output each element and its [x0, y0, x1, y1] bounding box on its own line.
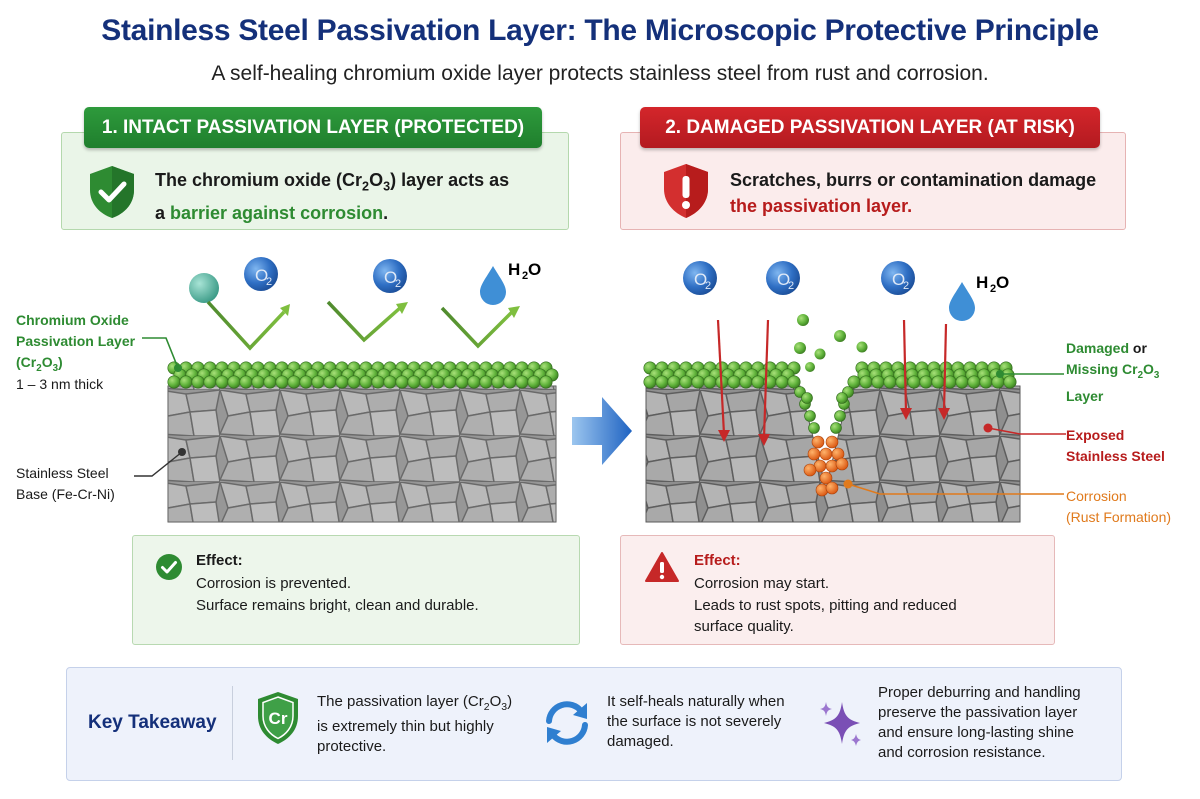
svg-text:O: O — [528, 260, 541, 279]
key-takeaway-label: Key Takeaway — [88, 712, 217, 733]
key-takeaway-panel — [66, 667, 1122, 781]
exposed-steel-label: Exposed Stainless Steel — [1066, 427, 1165, 464]
intact-section-header: 1. INTACT PASSIVATION LAYER (PROTECTED) — [84, 107, 542, 148]
svg-text:2: 2 — [788, 280, 794, 292]
divider — [232, 686, 233, 760]
shield-alert-icon — [664, 164, 708, 218]
damaged-section-header: 2. DAMAGED PASSIVATION LAYER (AT RISK) — [640, 107, 1100, 148]
intact-effect-line: Surface remains bright, clean and durabl… — [196, 597, 479, 614]
check-circle-icon — [156, 554, 182, 580]
svg-text:O: O — [694, 270, 707, 289]
steel-base-label: Stainless Steel Base (Fe-Cr-Ni) — [16, 465, 115, 502]
warning-triangle-icon — [645, 552, 679, 582]
damaged-layer-label: Damaged or Missing Cr2O3 Layer — [1066, 340, 1160, 404]
base-leader-line — [134, 448, 186, 477]
intact-layer-diagram: O 2 O 2 H 2 O — [167, 257, 559, 523]
layer-leader-line — [142, 337, 182, 372]
svg-text:O: O — [892, 270, 905, 289]
thickness-label: 1 – 3 nm thick — [16, 376, 104, 392]
intact-effect-title: Effect: — [196, 552, 243, 569]
damaged-leader-line — [996, 370, 1064, 378]
damaged-effect-box — [620, 535, 1055, 645]
h2o-label: H — [508, 260, 520, 279]
shield-check-icon — [90, 166, 134, 218]
svg-text:H: H — [976, 273, 988, 292]
takeaway-item-handling: Proper deburring and handling preserve t… — [878, 684, 1081, 761]
intact-intro-text: The chromium oxide (Cr2O3) layer acts as… — [155, 170, 510, 223]
svg-text:O: O — [996, 273, 1009, 292]
corrosion-label: Corrosion (Rust Formation) — [1066, 488, 1172, 525]
intact-intro-box — [61, 132, 569, 230]
svg-text:2: 2 — [395, 278, 401, 290]
damaged-intro-text: Scratches, burrs or contamination damage… — [730, 170, 1097, 216]
damaged-effect-line: surface quality. — [694, 618, 794, 635]
intact-effect-box — [132, 535, 580, 645]
damaged-effect-title: Effect: — [694, 552, 741, 569]
o2-label: O — [255, 266, 268, 285]
page-subtitle: A self-healing chromium oxide layer prot… — [211, 62, 989, 85]
svg-text:Cr: Cr — [269, 709, 288, 728]
svg-text:2: 2 — [266, 276, 272, 288]
damaged-layer-diagram: O 2 O 2 O 2 H 2 O — [643, 261, 1021, 523]
takeaway-item-thin-layer: The passivation layer (Cr2O3) is extreme… — [317, 693, 513, 755]
takeaway-item-self-heal: It self-heals naturally when the surface… — [607, 693, 785, 750]
svg-text:2: 2 — [522, 270, 528, 282]
cr-shield-icon: Cr — [258, 692, 298, 744]
svg-text:O: O — [777, 270, 790, 289]
svg-text:2: 2 — [903, 280, 909, 292]
svg-text:2: 2 — [990, 283, 996, 295]
chromium-oxide-label: Chromium Oxide Passivation Layer (Cr2O3) — [16, 312, 136, 374]
damaged-effect-line: Leads to rust spots, pitting and reduced — [694, 597, 957, 614]
damaged-effect-line: Corrosion may start. — [694, 575, 830, 592]
sparkle-icon — [820, 702, 861, 746]
corrosion-leader-line — [843, 479, 1064, 495]
intact-effect-line: Corrosion is prevented. — [196, 575, 352, 592]
transition-arrow-icon — [572, 397, 632, 465]
refresh-cycle-icon — [546, 701, 588, 745]
svg-text:O: O — [384, 268, 397, 287]
page-title: Stainless Steel Passivation Layer: The M… — [101, 14, 1099, 47]
svg-text:2: 2 — [705, 280, 711, 292]
exposed-leader-line — [983, 423, 1066, 435]
